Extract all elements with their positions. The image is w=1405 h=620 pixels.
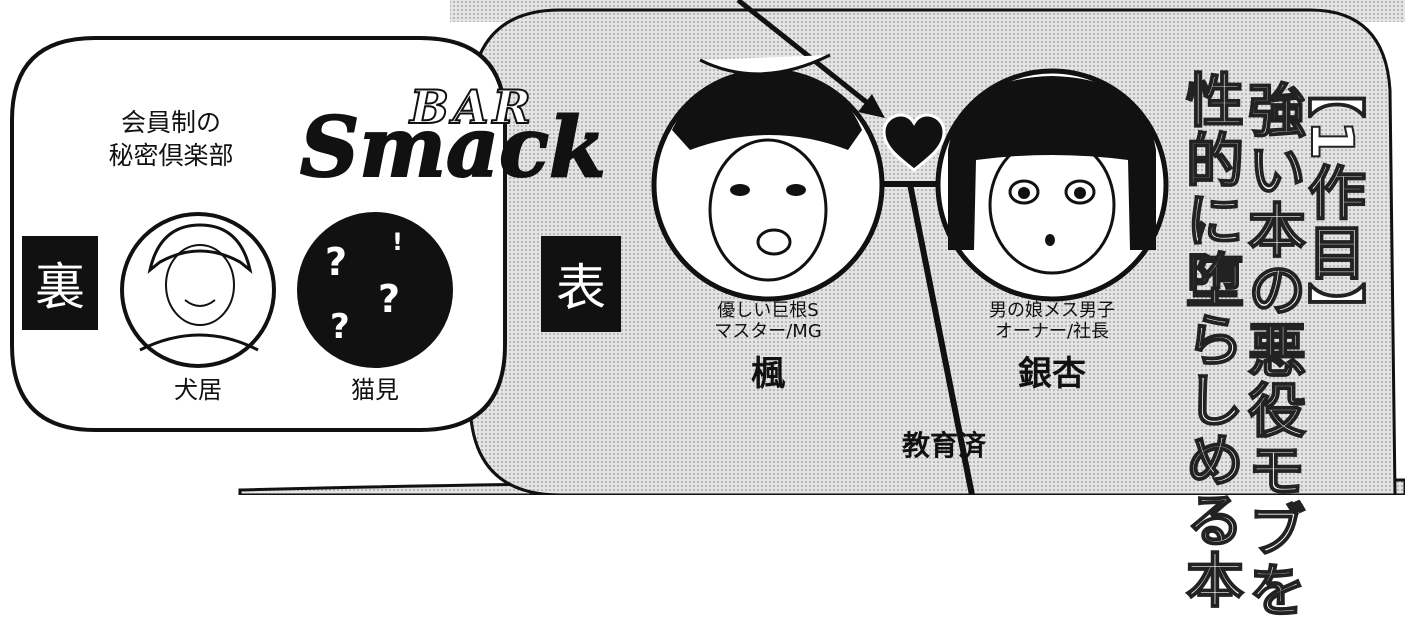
kaede-description: 優しい巨根S マスター/MG	[688, 300, 848, 342]
nekomi-portrait	[297, 212, 453, 368]
headline-line1: 【1作目】	[1297, 59, 1367, 343]
heart-icon	[882, 113, 946, 172]
headline-line2: 強い本の悪役モブを	[1237, 79, 1307, 620]
headline-line3: 性的に堕らしめる本	[1175, 69, 1245, 611]
ichou-desc-line1: 男の娘メス男子	[989, 300, 1115, 321]
member-name-inui: 犬居	[174, 376, 222, 404]
svg-text:?: ?	[330, 307, 350, 347]
club-description: 会員制の 秘密倶楽部	[86, 106, 256, 172]
character-name-kaede: 楓	[751, 354, 785, 394]
panel-background: ? ? ? !	[10, 0, 1405, 495]
question-marks-icon: ?	[325, 240, 347, 284]
club-description-line2: 秘密倶楽部	[108, 141, 234, 170]
member-name-nekomi: 猫見	[351, 376, 399, 404]
svg-text:?: ?	[378, 277, 400, 321]
logo-top: BAR	[409, 79, 535, 135]
ichou-description: 男の娘メス男子 オーナー/社長	[962, 300, 1142, 342]
club-description-line1: 会員制の	[120, 108, 221, 137]
ichou-desc-line2: オーナー/社長	[994, 321, 1110, 342]
kaede-desc-line1: 優しい巨根S	[717, 300, 819, 321]
character-name-ichou: 銀杏	[1018, 354, 1086, 394]
kaede-desc-line2: マスター/MG	[714, 321, 822, 342]
svg-text:!: !	[392, 228, 403, 256]
logo-bottom: Smack	[299, 99, 607, 197]
educated-label: 教育済	[902, 429, 987, 462]
ura-tag: 裏	[22, 236, 98, 330]
omote-tag: 表	[541, 236, 621, 332]
